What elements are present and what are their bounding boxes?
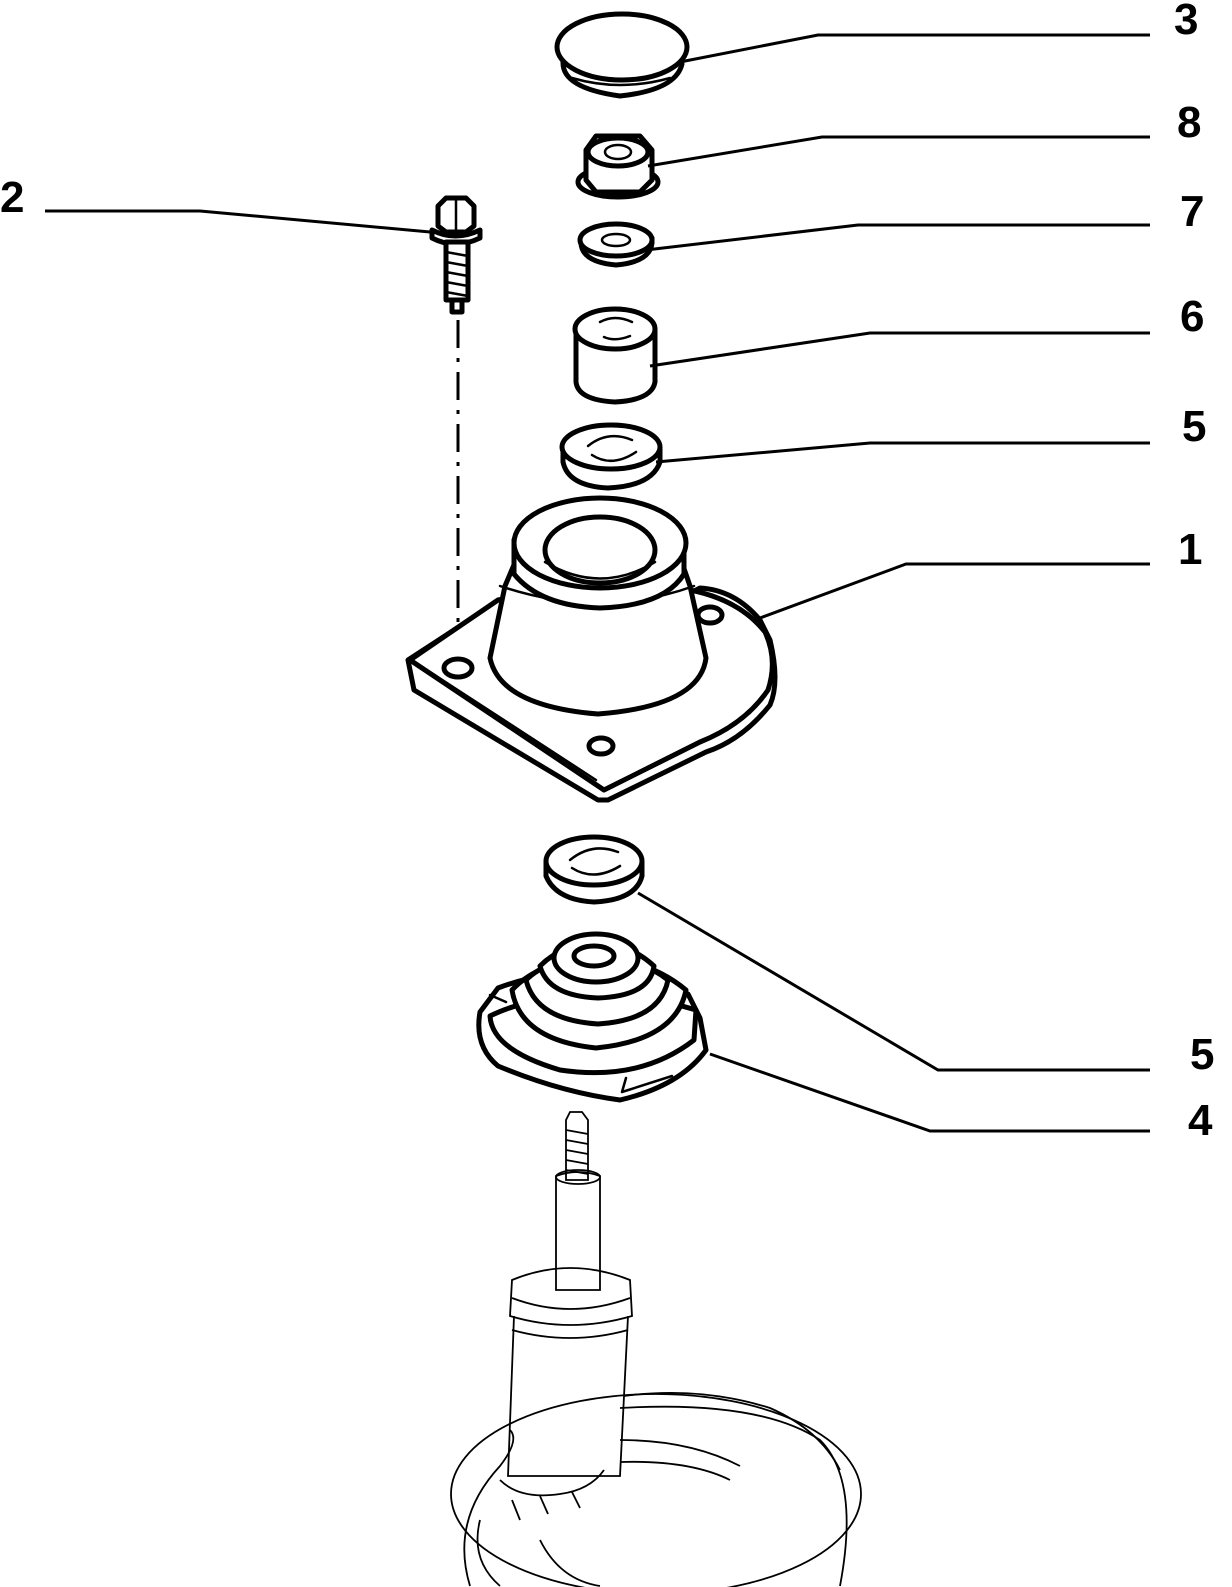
callout-5-upper: 5 bbox=[1182, 402, 1206, 451]
part-1-top-mount bbox=[405, 495, 778, 803]
part-6-sleeve bbox=[572, 306, 658, 405]
part-5-upper-bush bbox=[559, 422, 663, 491]
part-5-lower-bush bbox=[543, 834, 645, 905]
leader-8 bbox=[647, 135, 1150, 168]
part-4-dust-boot bbox=[476, 931, 709, 1103]
callout-1: 1 bbox=[1178, 525, 1202, 574]
leader-lines bbox=[45, 33, 1150, 1133]
callout-2: 2 bbox=[0, 173, 24, 222]
leader-2 bbox=[45, 209, 431, 234]
leader-7 bbox=[645, 223, 1150, 252]
leader-6 bbox=[649, 331, 1150, 368]
leader-5-upper bbox=[655, 441, 1150, 464]
leader-5-lower bbox=[637, 891, 1150, 1072]
leader-1 bbox=[759, 562, 1150, 620]
part-2-bolt bbox=[429, 195, 483, 315]
part-7-washer bbox=[577, 221, 655, 268]
shock-absorber bbox=[450, 1111, 862, 1587]
leader-4 bbox=[709, 1052, 1150, 1133]
callout-4: 4 bbox=[1188, 1096, 1213, 1145]
callout-8: 8 bbox=[1177, 98, 1201, 147]
part-8-nut bbox=[575, 133, 661, 200]
callout-5-lower: 5 bbox=[1190, 1030, 1214, 1079]
callout-3: 3 bbox=[1174, 0, 1198, 44]
callout-7: 7 bbox=[1180, 187, 1204, 236]
part-3-cap bbox=[554, 11, 690, 99]
leader-3 bbox=[679, 33, 1150, 64]
callout-6: 6 bbox=[1180, 292, 1204, 341]
